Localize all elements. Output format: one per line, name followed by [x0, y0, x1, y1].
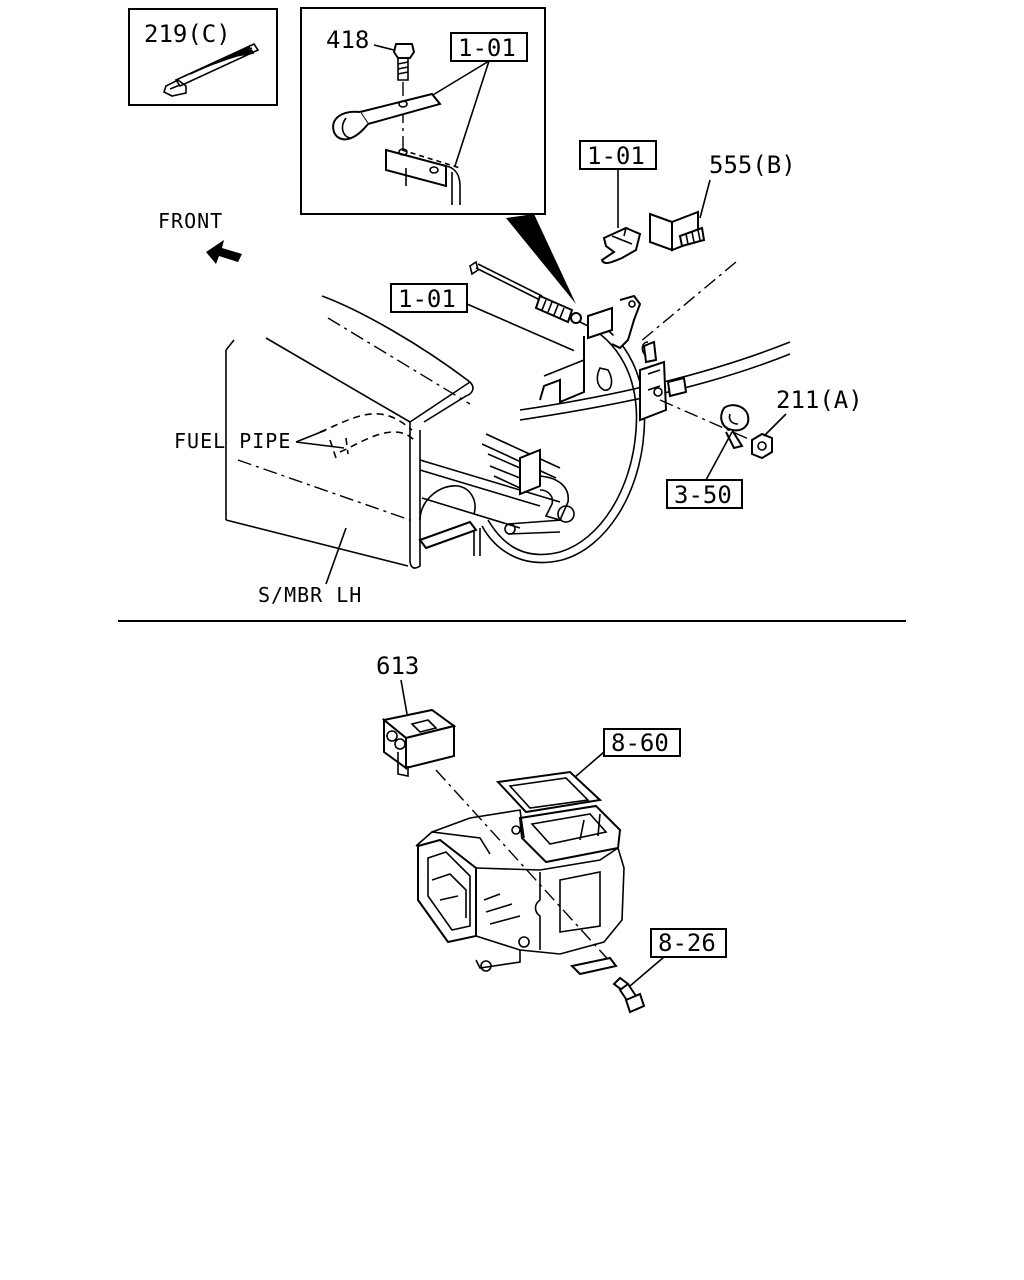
bolt-418-icon — [392, 43, 416, 81]
inset-pointer — [506, 214, 576, 304]
callout-418: 418 — [326, 26, 369, 54]
clip-bracket-icon — [332, 92, 442, 141]
heater-unit-icon — [415, 770, 625, 972]
ref-box-1-01-cable — [390, 283, 468, 313]
front-label: FRONT — [158, 209, 223, 233]
ref-8-26: 8-26 — [658, 929, 716, 957]
ref-3-50: 3-50 — [674, 481, 732, 509]
inset-bracket-detail: 418 1-01 — [300, 7, 546, 215]
hose-clamp-icon — [720, 404, 750, 450]
callout-613: 613 — [376, 652, 419, 680]
side-member-icon — [225, 295, 561, 569]
bolt-8-26-icon — [612, 976, 646, 1014]
ref-box-1-01-clip — [579, 140, 657, 170]
callout-555b: 555(B) — [709, 151, 796, 179]
ref-box-8-60 — [603, 728, 681, 757]
front-arrow-icon — [206, 240, 242, 264]
ref-8-60: 8-60 — [611, 729, 669, 757]
bracket-strip-icon — [569, 956, 618, 976]
module-613-icon — [381, 708, 457, 777]
nut-211a-icon — [751, 432, 773, 460]
ref-1-01-cable: 1-01 — [398, 285, 456, 313]
fuel-pipe-label: FUEL PIPE — [174, 429, 291, 453]
frame-bracket-icon — [385, 148, 461, 205]
ref-box-3-50 — [666, 479, 743, 509]
side-member-label: S/MBR LH — [258, 583, 362, 607]
cable-bracket-icon — [539, 294, 688, 422]
callout-211a: 211(A) — [776, 386, 863, 414]
bracket-555b-icon — [649, 210, 706, 252]
ref-box-8-26 — [650, 928, 727, 958]
ref-1-01-clip: 1-01 — [587, 142, 645, 170]
ref-1-01-inset: 1-01 — [458, 34, 516, 62]
fuel-pipe-icon — [319, 413, 575, 535]
ref-box-1-01-inset — [450, 32, 528, 62]
cable-clip-icon — [600, 226, 642, 265]
callout-219c: 219(C) — [144, 20, 231, 48]
inset-cable-tie: 219(C) — [128, 8, 278, 106]
cable-tie-icon — [163, 42, 260, 97]
